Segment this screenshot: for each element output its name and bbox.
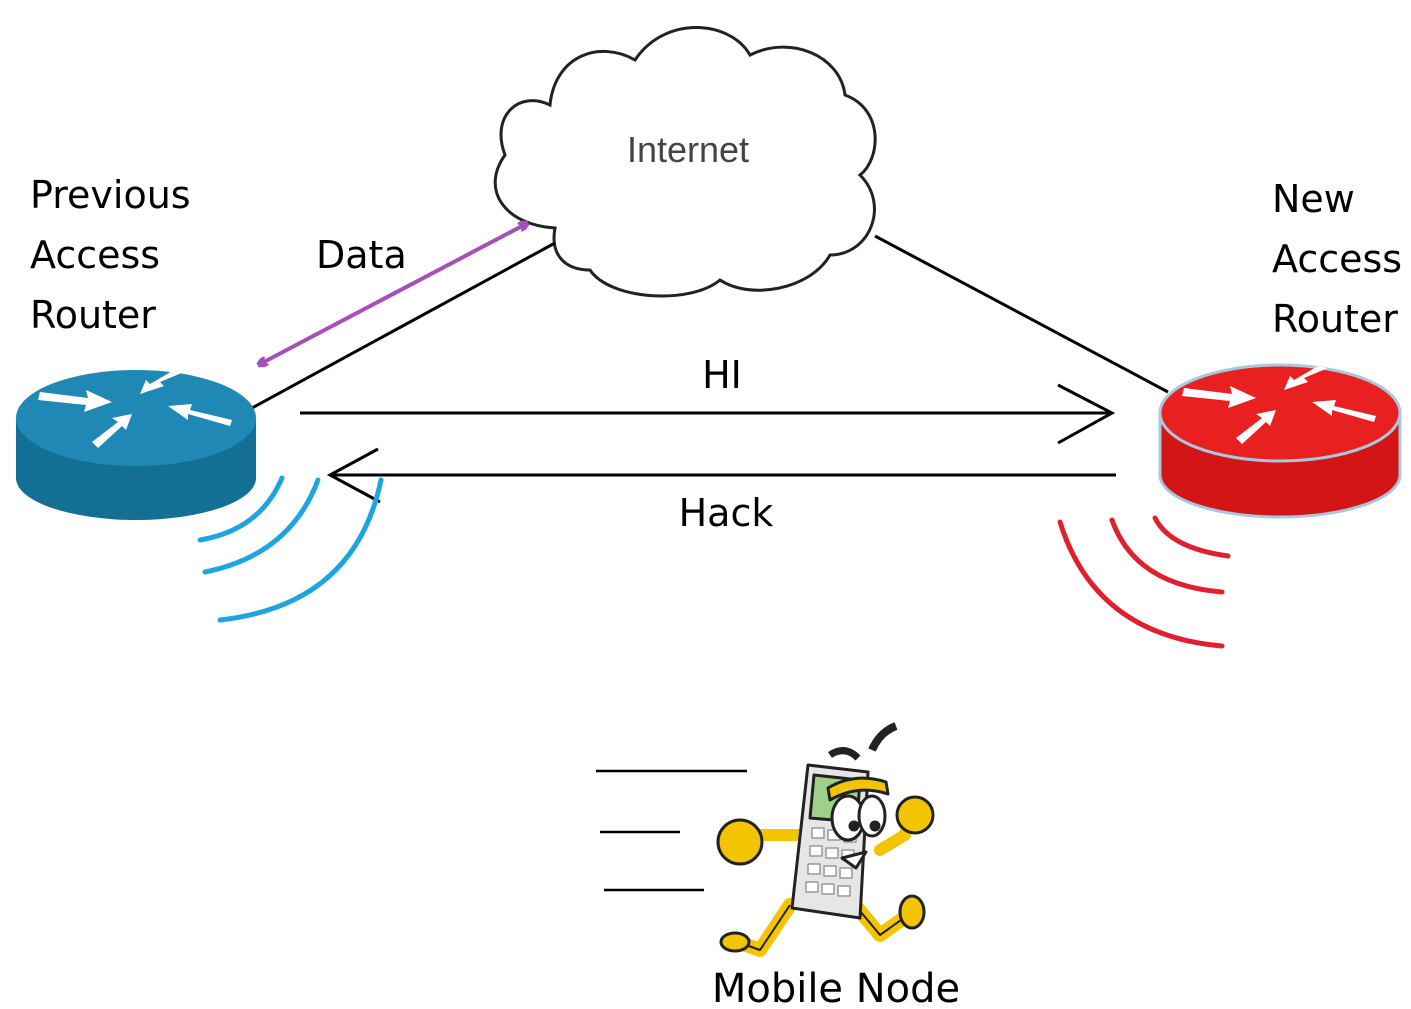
hack-arrow: [326, 447, 1116, 504]
mobile-node-label: Mobile Node: [712, 966, 960, 1009]
data-arrow: [262, 225, 524, 363]
hi-label: HI: [702, 353, 742, 397]
hack-label: Hack: [679, 491, 774, 535]
hi-arrow: [300, 383, 1116, 445]
previous-router-icon: [16, 370, 256, 520]
new-router-signal-icon: [1057, 515, 1231, 649]
internet-label: Internet: [627, 129, 749, 170]
new-router-label-line-1: New: [1272, 177, 1355, 221]
previous-router-label-line-2: Access: [30, 233, 160, 277]
motion-lines: [596, 769, 747, 892]
previous-router-label-line-3: Router: [30, 293, 156, 337]
previous-router-label: Previous Access Router: [30, 173, 203, 337]
data-label: Data: [316, 233, 407, 277]
mobile-node-icon: [716, 722, 935, 957]
new-router-icon: [1158, 363, 1402, 519]
previous-router-signal-icon: [197, 475, 384, 623]
previous-router-label-line-1: Previous: [30, 173, 191, 217]
new-router-label-line-2: Access: [1272, 237, 1402, 281]
internet-cloud-icon: Internet: [493, 26, 877, 298]
new-router-label-line-3: Router: [1272, 297, 1398, 341]
new-router-label: New Access Router: [1272, 177, 1411, 341]
link-new-router-internet: [874, 234, 1169, 394]
